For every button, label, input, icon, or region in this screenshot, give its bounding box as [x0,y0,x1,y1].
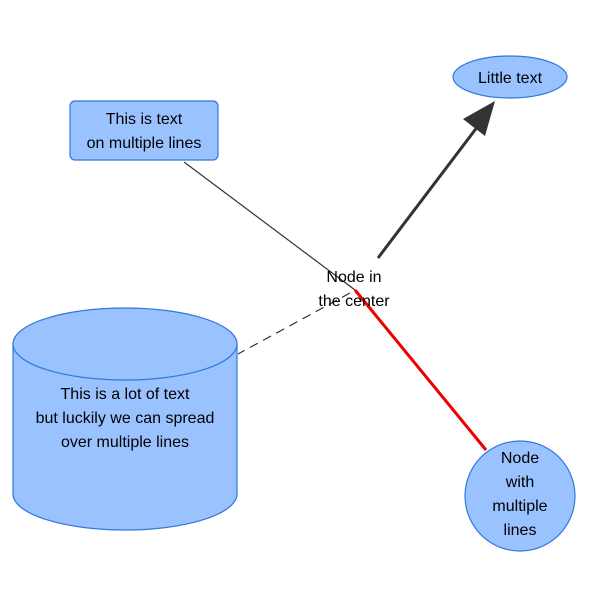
edge-center-to-ellipse [376,125,480,259]
arrowhead-icon [463,101,495,136]
node-center[interactable]: Node in the center [318,269,390,310]
edge-center-to-cylinder [237,292,351,355]
node-rect-label: This is text [106,111,183,128]
edge-center-to-rect [183,161,356,291]
node-circle-label: multiple [492,498,547,515]
node-rect[interactable]: This is text on multiple lines [69,100,219,161]
node-rect-shape [69,100,219,161]
node-circle-shape [464,440,576,552]
node-center-label: Node in [326,269,381,286]
node-cylinder-label: This is a lot of text [61,386,190,403]
node-ellipse[interactable]: Little text [452,55,568,99]
node-cylinder-top [12,307,238,381]
node-cylinder-label: but luckily we can spread [36,410,215,427]
node-cylinder[interactable]: This is a lot of text but luckily we can… [12,307,238,531]
node-circle-label: Node [501,450,539,467]
node-center-label: the center [318,293,390,310]
node-circle-label: lines [504,522,537,539]
node-cylinder-label: over multiple lines [61,434,189,451]
node-ellipse-shape [452,55,568,99]
node-circle[interactable]: Node with multiple lines [464,440,576,552]
node-rect-label: on multiple lines [87,135,202,152]
node-ellipse-label: Little text [478,70,543,87]
node-circle-label: with [505,474,534,491]
edge-center-to-circle [353,289,488,451]
node-cylinder-body [12,344,238,531]
